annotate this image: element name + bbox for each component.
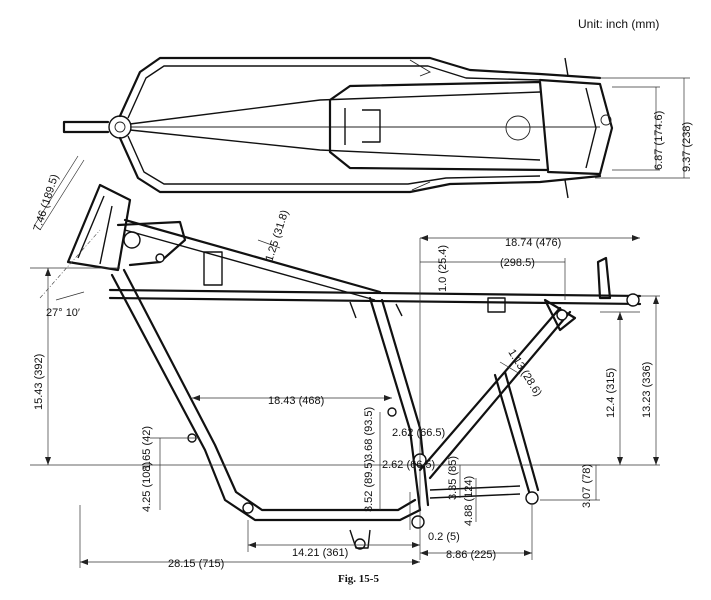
dim-rear-part: 8.86 (225)	[446, 549, 496, 561]
rear-down-right	[380, 298, 430, 507]
wheelbase-line	[247, 520, 420, 552]
front-lower-lines	[150, 437, 200, 510]
gusset-hole-2	[155, 253, 165, 263]
rear-rail-end	[626, 293, 640, 307]
dim-front-lower-a: 1.65 (42)	[141, 426, 153, 470]
backbone-upper	[129, 91, 541, 125]
shock-strut	[493, 373, 532, 497]
plate-bracket	[362, 109, 381, 143]
side-view	[30, 155, 660, 568]
rail-bracket	[487, 297, 506, 313]
rake-arc	[55, 291, 85, 301]
rail-tabs	[349, 301, 403, 319]
shock-strut-2	[503, 370, 540, 492]
seat-rail-lower	[108, 296, 642, 306]
down-tube-inner	[122, 268, 417, 512]
dim-rear-length: 18.74 (476)	[505, 237, 561, 249]
dim-tube-dia: 1.25 (31.8)	[263, 209, 291, 263]
rear-down-left	[368, 296, 422, 512]
dim-rear-offset: (298.5)	[500, 257, 535, 269]
tank-mount	[203, 251, 223, 286]
top-rail-left-outer	[118, 56, 602, 118]
bottom-lug	[349, 529, 371, 549]
steering-head	[66, 183, 132, 272]
footrest-bar	[429, 485, 521, 491]
dim-engine-lower-b: 2.62 (66.5)	[382, 459, 435, 471]
dim-rear-height-b: 13.23 (336)	[641, 362, 653, 418]
dim-mid-span: 18.43 (468)	[268, 395, 324, 407]
tube-dia-leader	[257, 239, 281, 249]
dim-width-outer: 9.37 (238)	[681, 122, 693, 172]
front-lower-mount	[242, 502, 254, 514]
side-brackets	[409, 59, 432, 191]
dim-wheelbase-part: 14.21 (361)	[292, 547, 348, 559]
rear-studs	[564, 57, 569, 199]
head-width-lines	[33, 155, 85, 231]
engine-mount-upper	[387, 407, 397, 417]
dim-front-lower-b: 4.25 (108)	[141, 462, 153, 512]
footrest-lines	[459, 465, 477, 522]
top-backbone	[123, 218, 382, 294]
dim-footrest-a: 3.35 (85)	[447, 456, 459, 500]
dim-engine-lower-a: 3.52 (89.5)	[363, 459, 375, 512]
shock-top-mount	[543, 298, 577, 332]
rear-length-lines	[420, 237, 640, 263]
steering-head-inner	[114, 121, 126, 133]
top-view	[62, 56, 690, 199]
rear-height-b-line	[640, 295, 660, 465]
dim-footrest-b: 4.88 (124)	[463, 476, 475, 526]
top-rail-left-inner	[127, 65, 541, 119]
steering-head-inner	[77, 195, 113, 265]
dim-rear-height-a: 12.4 (315)	[605, 368, 617, 418]
shock-bottom-hole	[525, 491, 539, 505]
rear-upright	[596, 256, 612, 300]
rake-axis	[39, 229, 101, 299]
rear-diagonal	[418, 306, 562, 472]
footrest-bar-2	[429, 493, 521, 499]
dim-overall-length: 28.15 (715)	[168, 558, 224, 570]
plate-hole	[505, 115, 531, 141]
figure-caption: Fig. 15-5	[338, 573, 379, 585]
seat-rail-upper	[108, 288, 642, 298]
steering-head-circle	[108, 115, 132, 139]
dim-shock-mount: 3.07 (78)	[581, 464, 593, 508]
head-gusset	[116, 220, 187, 267]
rear-plate	[328, 80, 550, 172]
overall-length-line	[79, 505, 420, 568]
shock-top-hole	[556, 309, 568, 321]
unit-label: Unit: inch (mm)	[578, 17, 659, 31]
dim-width-inner: 6.87 (174.6)	[653, 111, 665, 170]
engine-mount-lower	[411, 515, 425, 529]
rear-loop-inner	[585, 87, 597, 169]
shock-mount-lines	[540, 464, 600, 501]
gusset-hole	[123, 231, 141, 249]
dim-small-offset: 0.2 (5)	[428, 531, 460, 543]
rear-part-line	[420, 505, 533, 560]
dim-engine-upper-a: 3.68 (93.5)	[363, 407, 375, 460]
top-backbone-lower	[124, 229, 376, 301]
rear-loop	[538, 78, 614, 176]
head-stub	[62, 120, 110, 134]
dim-engine-upper-b: 2.62 (66.5)	[392, 427, 445, 439]
rear-loop-hole	[600, 114, 612, 126]
dim-rake-angle: 27° 10′	[46, 307, 80, 319]
top-rail-right-inner	[127, 135, 541, 185]
brace-offset-leader	[499, 361, 521, 375]
dim-frame-height: 15.43 (392)	[33, 354, 45, 410]
top-rail-right-outer	[118, 136, 602, 194]
dim-rail-height: 1.0 (25.4)	[437, 245, 449, 292]
width-ext-lines	[595, 77, 690, 179]
backbone-lower	[129, 129, 541, 161]
down-tube	[110, 273, 422, 522]
